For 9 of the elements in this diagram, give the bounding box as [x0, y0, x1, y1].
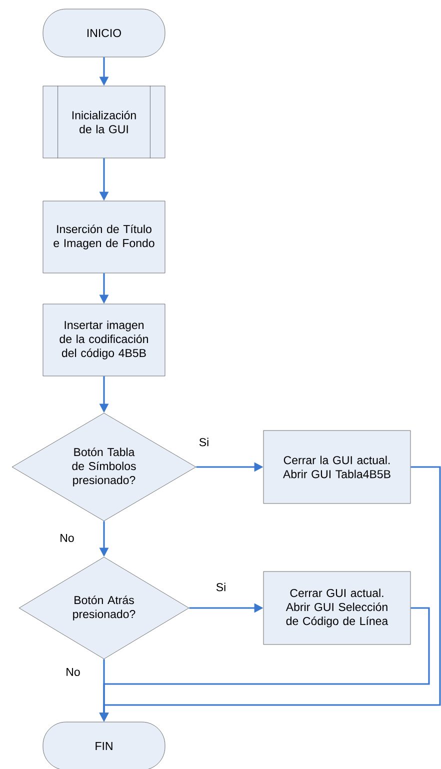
process-box: Insertar imagen de la codificación del código 4B5B [42, 304, 166, 376]
edge-label: Si [198, 436, 210, 448]
edge-label: Si [214, 582, 228, 592]
edge-label: No [58, 533, 76, 544]
process-box: Cerrar la GUI actual. Abrir GUI Tabla4B5B [263, 430, 411, 504]
subroutine-box: Inicialización de la GUI [42, 86, 166, 158]
edge-label: No [64, 667, 82, 678]
process-box: Inserción de Título e Imagen de Fondo [42, 200, 166, 274]
process-box: Cerrar GUI actual. Abrir GUI Selección de Código de Línea [263, 571, 411, 645]
